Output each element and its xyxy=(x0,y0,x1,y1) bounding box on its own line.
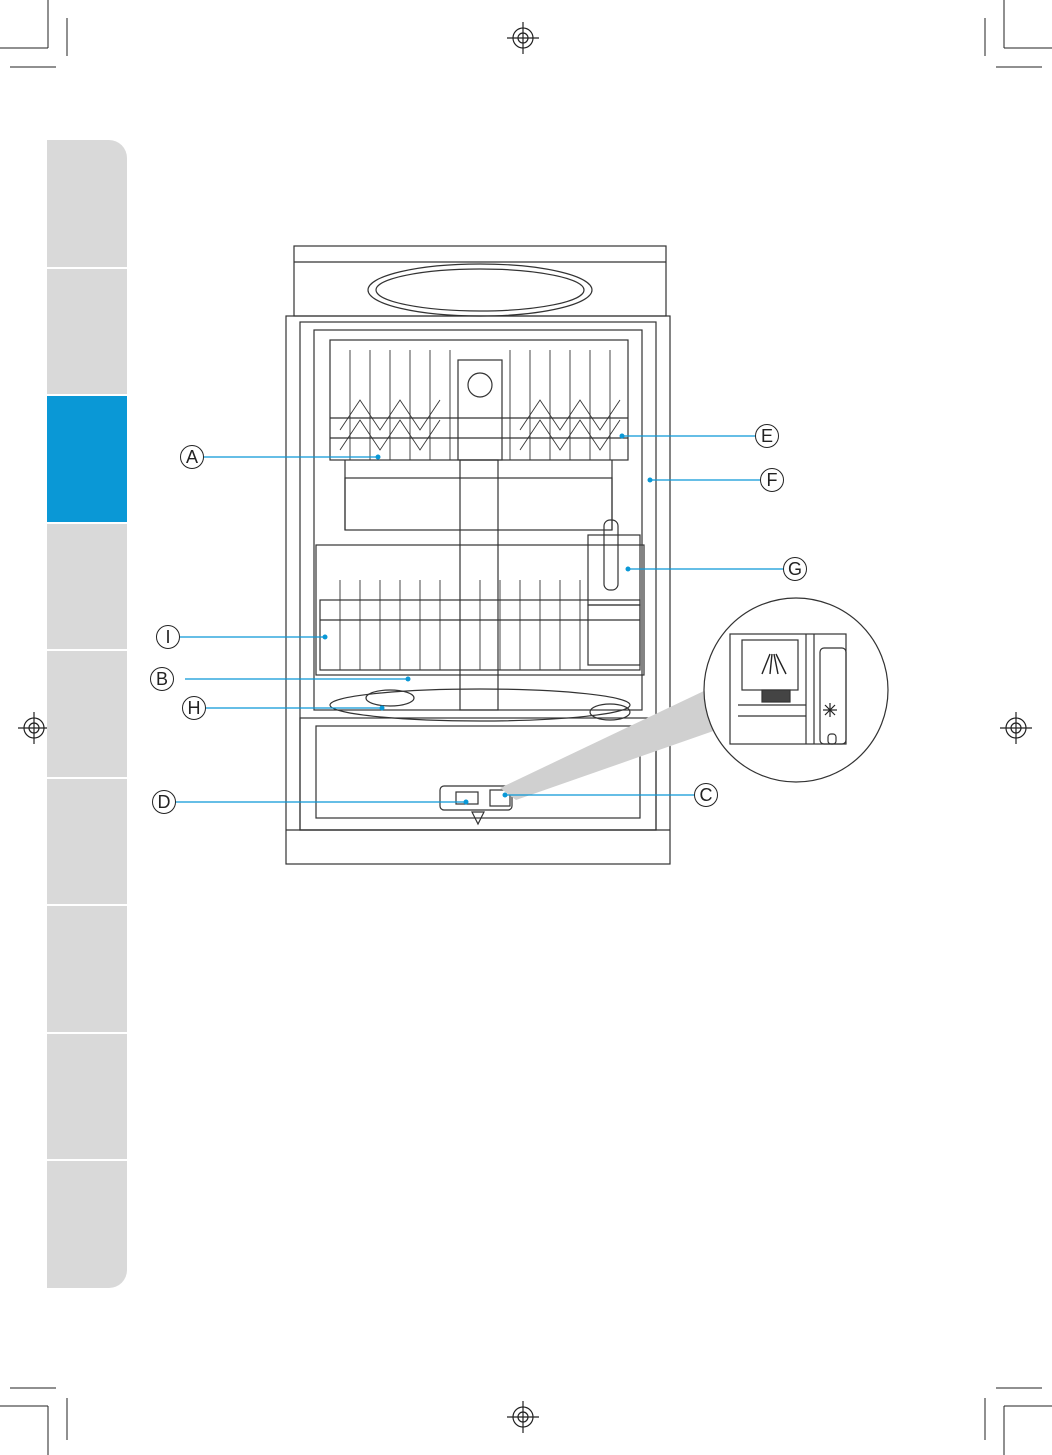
callout-i: I xyxy=(156,625,180,649)
tab-divider xyxy=(47,1159,127,1161)
callout-b: B xyxy=(150,667,174,691)
tab-divider xyxy=(47,649,127,651)
detail-zoom-wedge xyxy=(500,690,722,800)
callout-h: H xyxy=(182,696,206,720)
callout-a: A xyxy=(180,445,204,469)
chapter-tab-1[interactable] xyxy=(47,140,127,268)
tab-divider xyxy=(47,522,127,524)
chapter-tab-6[interactable] xyxy=(47,778,127,906)
callout-e: E xyxy=(755,424,779,448)
chapter-tab-5[interactable] xyxy=(47,650,127,778)
chapter-tab-strip xyxy=(47,140,127,1288)
chapter-tab-4[interactable] xyxy=(47,523,127,651)
callout-g: G xyxy=(783,557,807,581)
chapter-tab-9[interactable] xyxy=(47,1160,127,1288)
tab-divider xyxy=(47,777,127,779)
tab-divider xyxy=(47,904,127,906)
leader-lines xyxy=(176,436,783,802)
dishwasher-illustration xyxy=(286,246,670,864)
callout-f: F xyxy=(760,468,784,492)
tab-divider xyxy=(47,267,127,269)
callout-d: D xyxy=(152,790,176,814)
chapter-tab-2[interactable] xyxy=(47,268,127,396)
chapter-tab-8[interactable] xyxy=(47,1033,127,1161)
tab-divider xyxy=(47,394,127,396)
chapter-tab-7[interactable] xyxy=(47,905,127,1033)
tab-divider xyxy=(47,1032,127,1034)
detergent-dispenser-detail xyxy=(704,598,888,782)
callout-c: C xyxy=(694,783,718,807)
chapter-tab-3[interactable] xyxy=(47,395,127,523)
rinse-aid-sun-icon xyxy=(823,703,837,717)
